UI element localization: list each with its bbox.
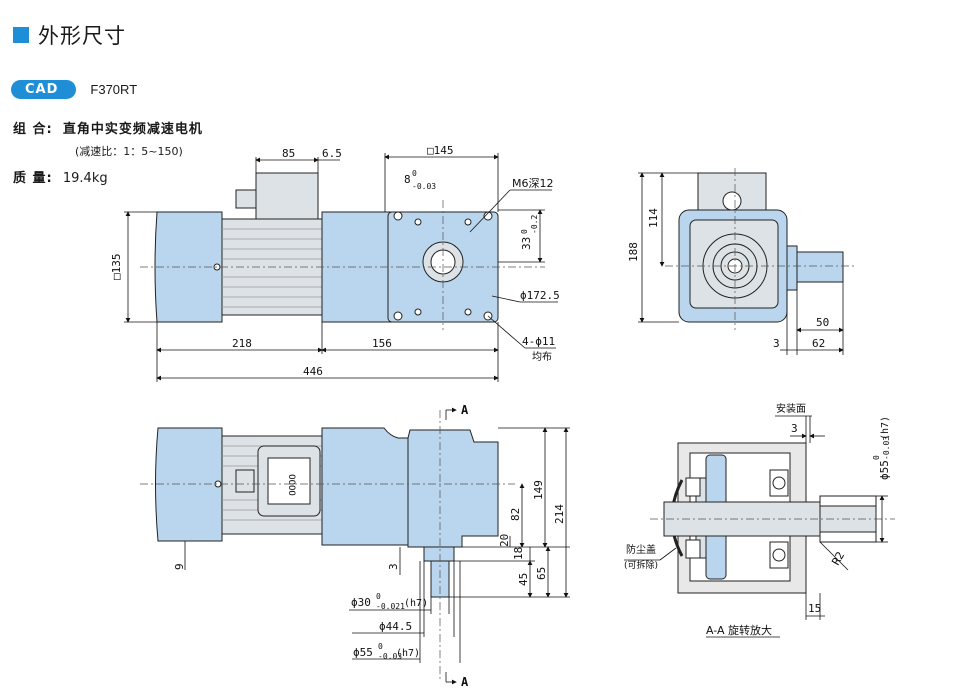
nameplate-logo: OOOO — [286, 474, 296, 496]
dim-114: 114 — [647, 208, 660, 228]
phi55-section-lower: -0.03 — [882, 436, 891, 460]
dim-85: 85 — [282, 147, 295, 160]
phi55-section-upper: 0 — [872, 455, 881, 460]
dim-3-section: 3 — [791, 422, 798, 435]
dim-square-135: □135 — [110, 254, 123, 281]
dim-15: 15 — [808, 602, 821, 615]
phi55-section-fit: (h7) — [880, 416, 891, 440]
mass-value: 19.4kg — [62, 171, 108, 186]
dim-18: 18 — [512, 547, 525, 560]
phi30-label: ϕ30 — [351, 596, 371, 609]
section-mark-a-top: A — [461, 403, 469, 417]
model-number: F370RT — [90, 82, 138, 97]
mass-label: 质 量: — [13, 171, 53, 186]
radius-r2: R2 — [829, 550, 847, 568]
dim-33: 33 — [520, 237, 533, 250]
dim-square-145: □145 — [427, 144, 454, 157]
section-square-icon — [13, 27, 29, 43]
phi44-5-label: ϕ44.5 — [379, 620, 412, 633]
ratio-note: (减速比：1：5~150) — [75, 145, 183, 158]
tol-8-upper: 0 — [412, 169, 417, 178]
cad-row: CAD F370RT — [11, 80, 137, 99]
dim-62: 62 — [812, 337, 825, 350]
dust-cover-removable: (可拆除) — [624, 559, 658, 571]
phi55-lower: -0.03 — [378, 652, 402, 661]
dim-3-side: 3 — [773, 337, 780, 350]
cad-button[interactable]: CAD — [11, 80, 77, 99]
dim-20: 20 — [498, 534, 511, 547]
dim-446: 446 — [303, 365, 323, 378]
dim-3-front: 3 — [387, 563, 400, 570]
spec-mass: 质 量: 19.4kg — [13, 167, 108, 186]
dim-218: 218 — [232, 337, 252, 350]
dim-156: 156 — [372, 337, 392, 350]
dim-65: 65 — [535, 567, 548, 580]
m6-thread-label: M6深12 — [512, 177, 554, 190]
dim-149: 149 — [532, 480, 545, 500]
combination-label: 组 合: — [13, 122, 53, 137]
dim-phi-172-5: ϕ172.5 — [520, 289, 560, 302]
tol-8-lower: -0.03 — [412, 182, 436, 191]
dim-188: 188 — [627, 242, 640, 262]
top-view: 85 6.5 □145 8 0 -0.03 M6深12 33 0 -0.2 □1… — [110, 144, 560, 382]
phi30-upper: 0 — [376, 592, 381, 601]
dim-50: 50 — [816, 316, 829, 329]
holes-label: 4-ϕ11 — [522, 335, 555, 348]
phi55-upper: 0 — [378, 642, 383, 651]
phi30-fit: (h7) — [404, 598, 428, 609]
dim-214: 214 — [553, 504, 566, 524]
section-view: 安装面 3 ϕ55 0 -0.03 (h7) 防尘盖 (可拆除) R2 15 A… — [624, 402, 895, 638]
spec-combination: 组 合: 直角中实变频减速电机 — [13, 118, 203, 137]
phi55-label: ϕ55 — [353, 646, 373, 659]
dim-33-upper: 0 — [520, 229, 529, 234]
mounting-face-label: 安装面 — [776, 402, 806, 415]
section-header: 外形尺寸 — [13, 20, 126, 50]
holes-even-label: 均布 — [532, 351, 552, 363]
dim-33-lower: -0.2 — [530, 215, 539, 234]
dim-45: 45 — [517, 573, 530, 586]
phi55-fit: (h7) — [396, 648, 420, 659]
combination-value: 直角中实变频减速电机 — [62, 122, 203, 137]
dim-6-5: 6.5 — [322, 147, 342, 160]
section-caption: A-A 旋转放大 — [706, 623, 772, 637]
dim-9: 9 — [173, 563, 186, 570]
section-mark-a-bottom: A — [461, 675, 469, 689]
dust-cover-label: 防尘盖 — [626, 543, 656, 556]
phi55-section-label: ϕ55 — [878, 460, 891, 480]
section-title: 外形尺寸 — [38, 24, 126, 48]
front-view: OOOO — [140, 403, 570, 689]
tol-8: 8 — [404, 173, 411, 186]
phi30-lower: -0.021 — [376, 602, 405, 611]
dim-82: 82 — [509, 508, 522, 521]
side-view: 188 114 50 3 62 — [627, 168, 855, 355]
